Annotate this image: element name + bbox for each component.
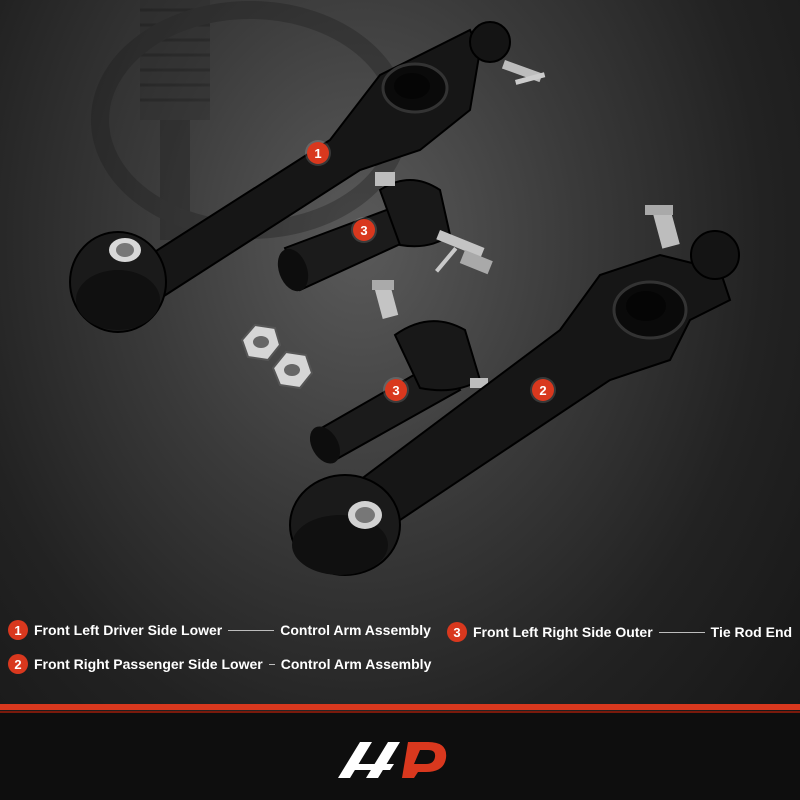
legend-item-3-part: Front Left Right Side Outer bbox=[473, 624, 653, 640]
legend-badge-2: 2 bbox=[8, 654, 28, 674]
hex-nuts bbox=[240, 323, 314, 390]
legend-badge-3: 3 bbox=[447, 622, 467, 642]
accent-stripe bbox=[0, 704, 800, 710]
callout-badge-3-upper: 3 bbox=[353, 219, 375, 241]
control-arm-1 bbox=[69, 21, 546, 333]
tie-rod-end-lower bbox=[309, 280, 488, 464]
legend-item-1-type: Control Arm Assembly bbox=[280, 622, 431, 638]
legend-dash bbox=[658, 631, 705, 633]
legend-dash bbox=[228, 629, 275, 631]
control-arm-2 bbox=[289, 205, 740, 576]
legend-item-1-part: Front Left Driver Side Lower bbox=[34, 622, 223, 638]
legend-item-2-part: Front Right Passenger Side Lower bbox=[34, 656, 263, 672]
footer bbox=[0, 713, 800, 800]
legend-item-1: 1 Front Left Driver Side Lower Control A… bbox=[8, 620, 431, 640]
callout-badge-1: 1 bbox=[307, 142, 329, 164]
legend-dash bbox=[268, 663, 275, 665]
legend-item-2: 2 Front Right Passenger Side Lower Contr… bbox=[8, 654, 431, 674]
legend-item-2-type: Control Arm Assembly bbox=[280, 656, 432, 672]
accent-stripe-shadow bbox=[0, 711, 800, 713]
legend-item-3: 3 Front Left Right Side Outer Tie Rod En… bbox=[447, 622, 792, 642]
callout-badge-2: 2 bbox=[532, 379, 554, 401]
legend: 1 Front Left Driver Side Lower Control A… bbox=[0, 610, 800, 690]
callout-badge-3-lower: 3 bbox=[385, 379, 407, 401]
legend-item-3-type: Tie Rod End bbox=[710, 624, 793, 640]
legend-badge-1: 1 bbox=[8, 620, 28, 640]
tie-rod-end-upper bbox=[277, 172, 493, 292]
brand-logo bbox=[338, 742, 447, 778]
product-photo bbox=[69, 21, 740, 576]
